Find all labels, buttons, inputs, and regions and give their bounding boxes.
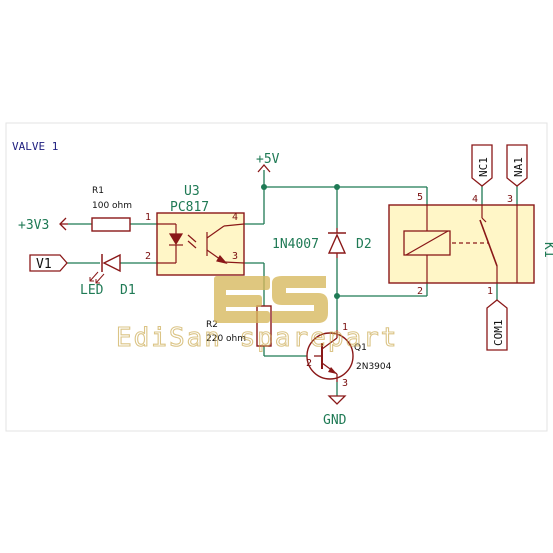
d2-ref: D2 bbox=[356, 237, 372, 252]
junctions bbox=[261, 184, 340, 299]
k1-ref: K1 bbox=[541, 242, 553, 258]
net-label-nc1: NC1 bbox=[471, 144, 493, 187]
led-d1: LED D1 bbox=[80, 253, 136, 298]
optocoupler-u3: U3 PC817 1 2 4 3 bbox=[145, 184, 245, 276]
watermark-text: EdiSan sparepart bbox=[116, 323, 398, 353]
u3-ref: U3 bbox=[184, 184, 200, 199]
q1-pin3: 3 bbox=[342, 378, 348, 389]
led-emission-arrows-icon bbox=[89, 271, 105, 284]
r1-ref: R1 bbox=[92, 186, 104, 196]
q1-pin1: 1 bbox=[342, 322, 348, 333]
power-3v3-label: +3V3 bbox=[18, 218, 49, 233]
q1-ref: Q1 bbox=[354, 343, 367, 353]
sheet-title: VALVE 1 bbox=[12, 140, 58, 153]
com1-label-text: COM1 bbox=[492, 320, 505, 347]
junction-dot bbox=[334, 293, 340, 299]
power-3v3: +3V3 bbox=[18, 217, 68, 233]
junction-dot bbox=[261, 184, 267, 190]
u3-pin1: 1 bbox=[145, 212, 151, 223]
k1-pin5: 5 bbox=[417, 192, 423, 203]
relay-k1: 5 2 4 3 1 K1 bbox=[388, 192, 553, 297]
diode-d2: 1N4007 D2 bbox=[272, 228, 372, 258]
d2-value: 1N4007 bbox=[272, 237, 319, 252]
q1-pin2: 2 bbox=[306, 358, 312, 369]
r1-value: 100 ohm bbox=[92, 201, 132, 211]
d1-value: LED bbox=[80, 283, 104, 298]
k1-pin3: 3 bbox=[507, 194, 513, 205]
transistor-q1: 1 2 3 Q1 2N3904 bbox=[306, 322, 392, 389]
power-gnd-label: GND bbox=[323, 413, 347, 428]
nc1-label-text: NC1 bbox=[477, 157, 490, 177]
r2-value: 220 ohm bbox=[206, 334, 246, 344]
k1-pin1: 1 bbox=[487, 286, 493, 297]
power-gnd: GND bbox=[323, 395, 347, 428]
q1-value: 2N3904 bbox=[356, 362, 392, 372]
u3-phototransistor-icon bbox=[206, 223, 245, 264]
power-5v: +5V bbox=[256, 152, 280, 173]
net-label-v1: V1 bbox=[29, 254, 68, 272]
v1-label-text: V1 bbox=[36, 257, 52, 272]
net-label-com1: COM1 bbox=[486, 299, 508, 351]
resistor-r1: R1 100 ohm bbox=[91, 186, 132, 232]
sheet-frame bbox=[5, 122, 548, 432]
net-label-na1: NA1 bbox=[506, 144, 528, 187]
k1-pin4: 4 bbox=[472, 194, 478, 205]
relay-switch-arm-icon bbox=[479, 219, 498, 267]
watermark-es-logo-icon: ES bbox=[214, 276, 328, 323]
d1-ref: D1 bbox=[120, 283, 136, 298]
r2-ref: R2 bbox=[206, 320, 218, 330]
u3-value: PC817 bbox=[170, 200, 209, 215]
wires bbox=[66, 170, 518, 396]
power-5v-label: +5V bbox=[256, 152, 280, 167]
na1-label-text: NA1 bbox=[512, 157, 525, 177]
u3-pin4: 4 bbox=[232, 212, 238, 223]
q1-emitter-arrow-icon bbox=[328, 367, 337, 374]
junction-dot bbox=[334, 184, 340, 190]
u3-internal-led-icon bbox=[157, 223, 197, 264]
k1-pin2: 2 bbox=[417, 286, 423, 297]
u3-pin2: 2 bbox=[145, 251, 151, 262]
watermark: ES EdiSan sparepart bbox=[115, 276, 398, 354]
u3-pin3: 3 bbox=[232, 251, 238, 262]
